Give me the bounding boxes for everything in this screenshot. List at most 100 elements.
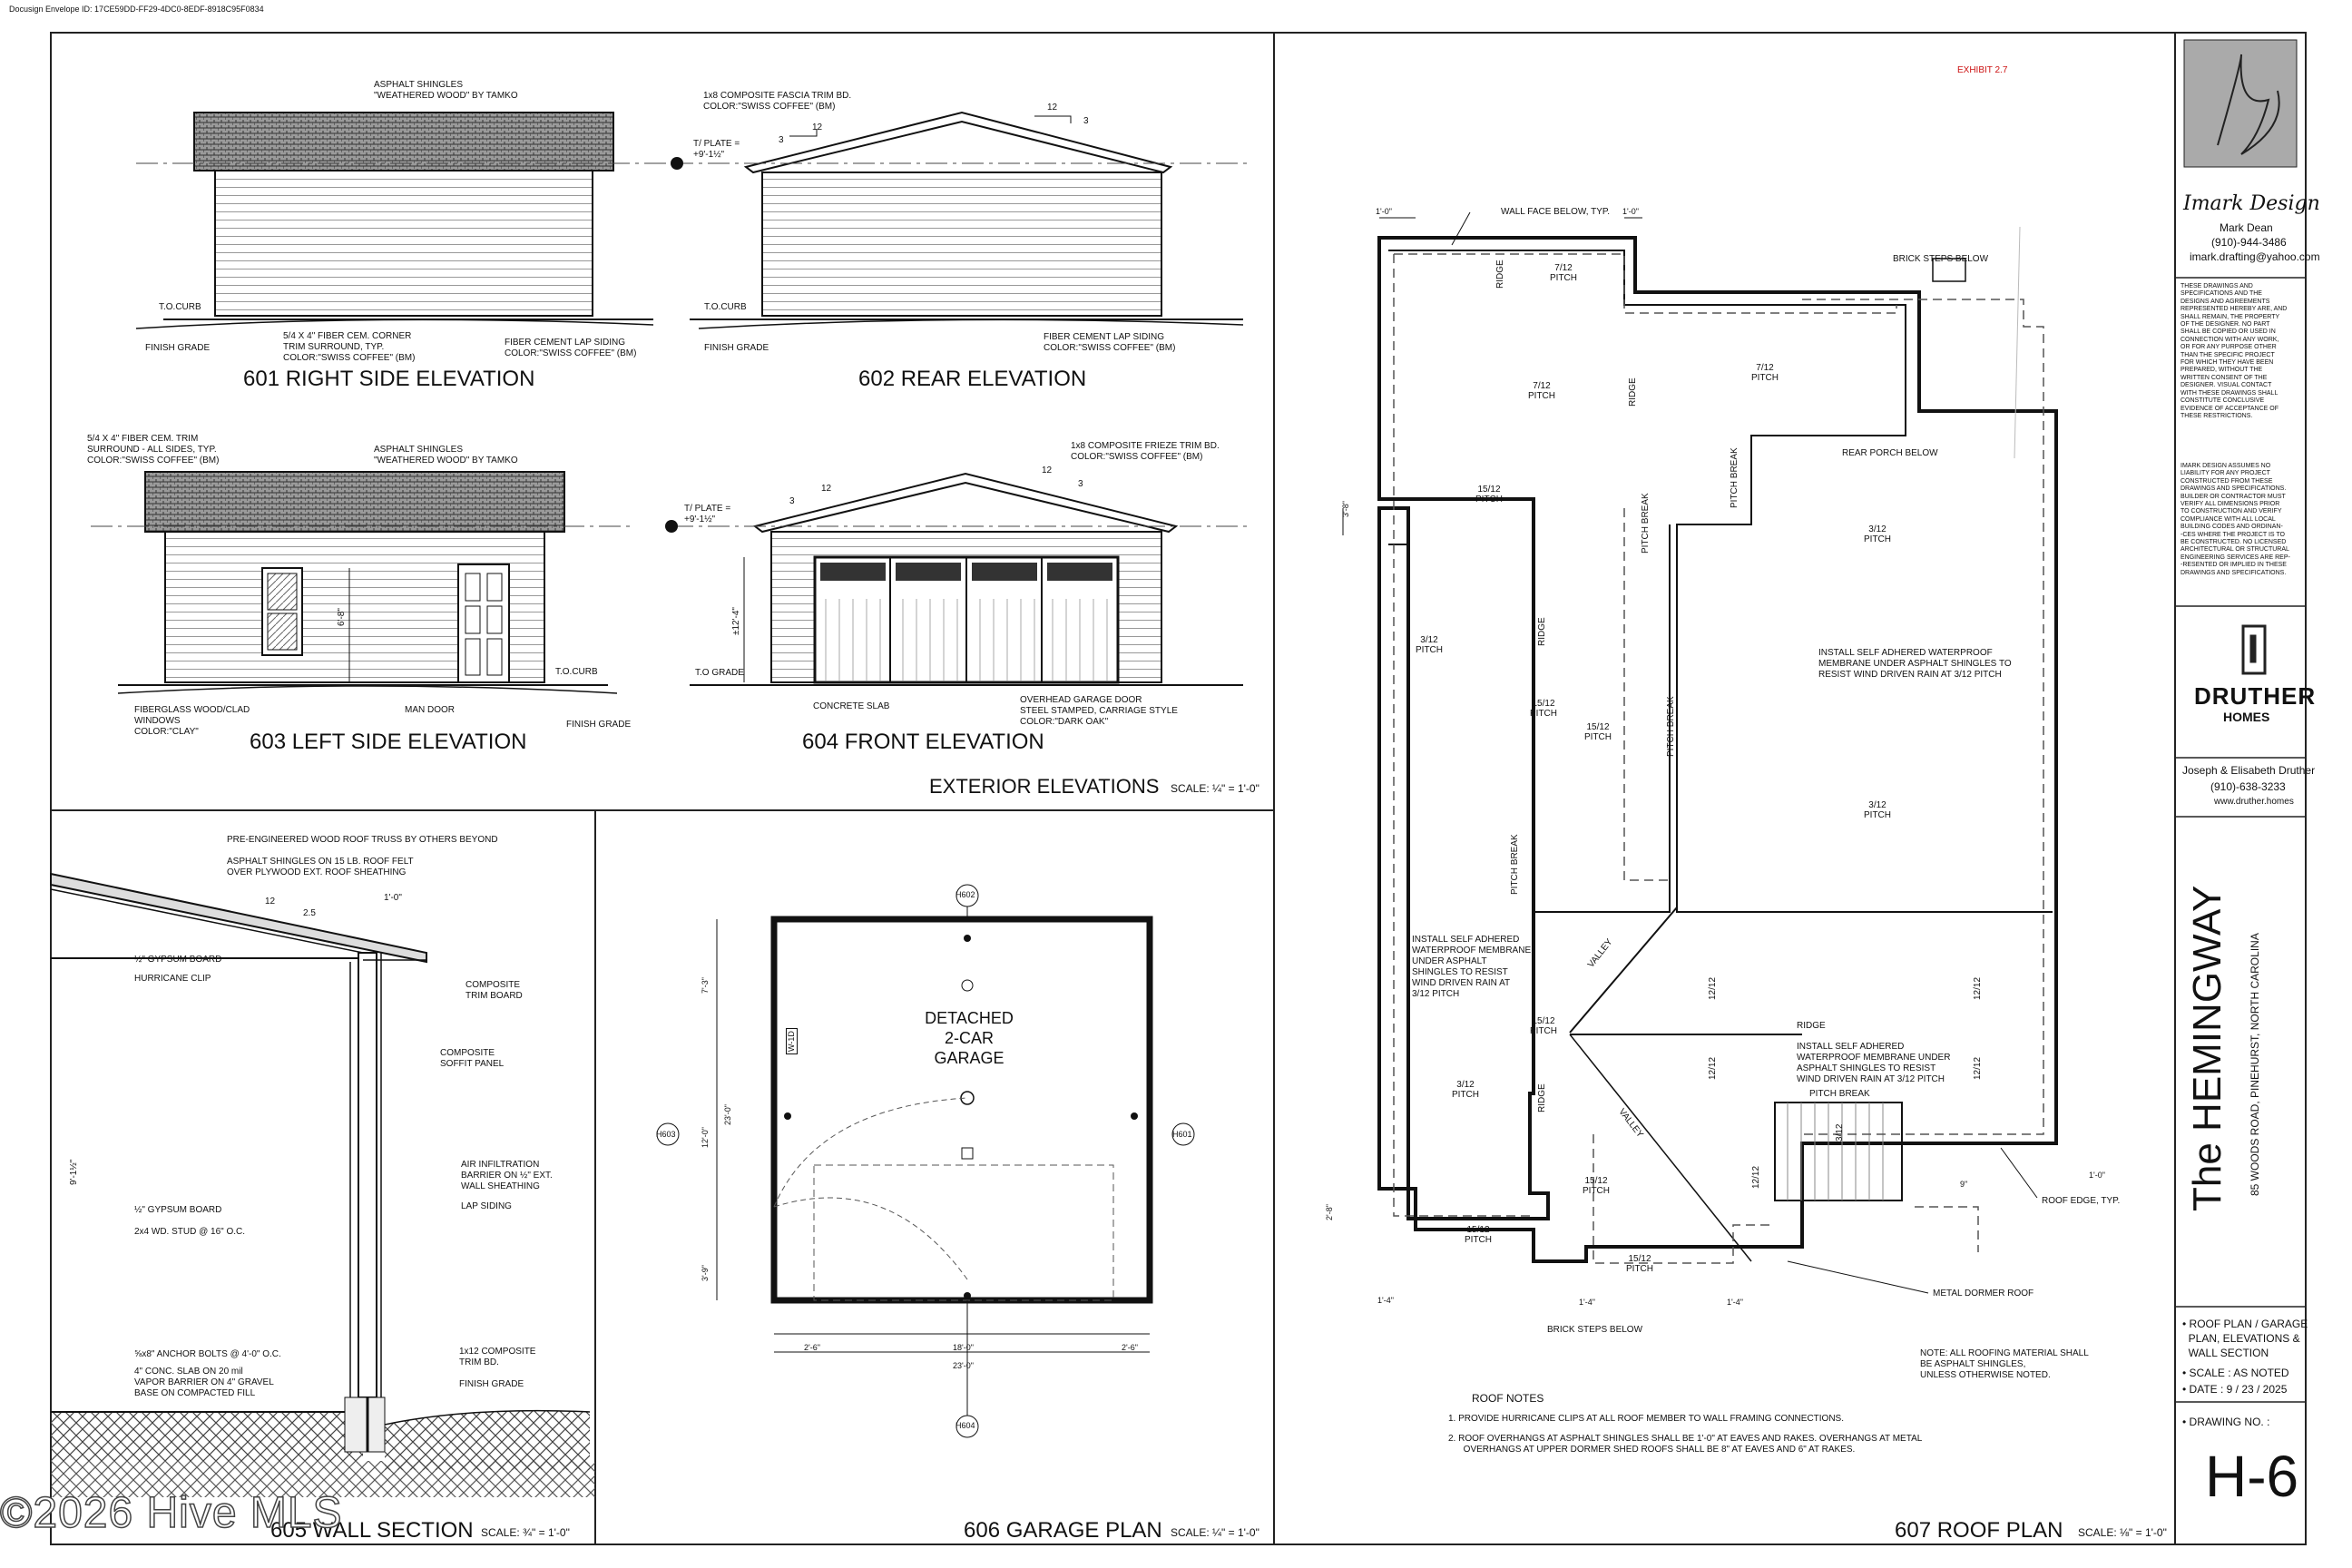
membrane-note: WIND DRIVEN RAIN AT 3/12 PITCH (1797, 1074, 1945, 1084)
membrane-note: WATERPROOF MEMBRANE (1412, 946, 1532, 956)
brand-sub: HOMES (2223, 710, 2270, 724)
to-grade: T.O GRADE (695, 668, 744, 678)
legal-line: WRITTEN CONSENT OF THE (2180, 374, 2268, 381)
dim: 1'-0" (1622, 207, 1639, 216)
legal-line: FOR WHICH THEY HAVE BEEN (2180, 359, 2274, 367)
finish-grade: FINISH GRADE (145, 343, 211, 353)
window-tag: W-1D (786, 1028, 798, 1054)
pitch-run: 12 (265, 897, 276, 906)
roof-notes-title: ROOF NOTES (1472, 1392, 1544, 1405)
siding-note: FIBER CEMENT LAP SIDING (505, 338, 625, 348)
membrane-note: MEMBRANE UNDER ASPHALT SHINGLES TO (1818, 659, 2012, 669)
elevation-title: 604 FRONT ELEVATION (802, 730, 1044, 754)
exhibit-label: EXHIBIT 2.7 (1957, 65, 2008, 75)
membrane-note: WIND DRIVEN RAIN AT (1412, 978, 1511, 988)
wall-face-note: WALL FACE BELOW, TYP. (1501, 207, 1611, 217)
shingle-note: "WEATHERED WOOD" BY TAMKO (374, 456, 518, 466)
legal-line: ENGINEERING SERVICES ARE REP- (2180, 554, 2290, 561)
pitch-break-label: PITCH BREAK (1510, 834, 1520, 895)
door-note: STEEL STAMPED, CARRIAGE STYLE (1020, 706, 1178, 716)
truss-note: PRE-ENGINEERED WOOD ROOF TRUSS BY OTHERS… (227, 835, 498, 845)
legal-line: SPECIFICATIONS AND THE (2180, 290, 2262, 298)
to-curb: T.O.CURB (159, 302, 201, 312)
roofing-note: BE ASPHALT SHINGLES, (1920, 1359, 2026, 1369)
dim-total-v: 23'-0" (723, 1104, 732, 1125)
scale-note: SCALE: ¼" = 1'-0" (1171, 782, 1259, 795)
dim-door: 18'-0" (953, 1343, 974, 1352)
pitch-rise: 2.5 (303, 908, 316, 918)
shingle-note: OVER PLYWOOD EXT. ROOF SHEATHING (227, 867, 407, 877)
legal-line: EVIDENCE OF ACCEPTANCE OF (2180, 405, 2278, 412)
slope-rise: 3 (1083, 116, 1089, 126)
shingle-note: ASPHALT SHINGLES (374, 445, 463, 455)
sheet-description: WALL SECTION (2182, 1347, 2269, 1359)
slab-note: 4" CONC. SLAB ON 20 mil (134, 1367, 243, 1377)
ridge-label: RIDGE (1797, 1021, 1826, 1031)
trim-note: 5/4 X 4" FIBER CEM. TRIM (87, 434, 199, 444)
slope-run: 12 (1042, 466, 1053, 475)
roof-plan-607 (1342, 211, 2058, 1294)
elevation-603 (91, 471, 635, 694)
dim: 1'-4" (1579, 1298, 1595, 1307)
membrane-note: INSTALL SELF ADHERED (1412, 935, 1520, 945)
membrane-note: 3/12 PITCH (1412, 989, 1460, 999)
fascia-note: 1x8 COMPOSITE FASCIA TRIM BD. (703, 91, 852, 101)
dim-left: 2'-6" (804, 1343, 820, 1352)
legal-line: CONNECTION WITH ANY WORK, (2180, 336, 2279, 343)
wall-section-605 (50, 872, 595, 1497)
rear-porch-note: REAR PORCH BELOW (1842, 448, 1938, 458)
legal-line: LIABILITY FOR ANY PROJECT (2180, 470, 2270, 477)
slab-note: VAPOR BARRIER ON 4" GRAVEL (134, 1377, 274, 1387)
anchor-note: ⅝x8" ANCHOR BOLTS @ 4'-0" O.C. (134, 1349, 281, 1359)
siding-note: FIBER CEMENT LAP SIDING (1044, 332, 1164, 342)
roof-note: 1. PROVIDE HURRICANE CLIPS AT ALL ROOF M… (1448, 1414, 1845, 1424)
membrane-note: RESIST WIND DRIVEN RAIN AT 3/12 PITCH (1818, 670, 2002, 680)
drawing-no-label: • DRAWING NO. : (2182, 1416, 2270, 1428)
siding-note: COLOR:"SWISS COFFEE" (BM) (1044, 343, 1176, 353)
slope-rise: 3 (789, 496, 795, 506)
membrane-note: INSTALL SELF ADHERED WATERPROOF (1818, 648, 1993, 658)
elevation-tag: H602 (956, 890, 975, 899)
legal-line: -CES WHERE THE PROJECT IS TO (2180, 531, 2286, 538)
slab-note: BASE ON COMPACTED FILL (134, 1388, 256, 1398)
roof-edge-note: ROOF EDGE, TYP. (2042, 1196, 2121, 1206)
legal-line: IMARK DESIGN ASSUMES NO (2180, 463, 2271, 469)
door-note: COLOR:"DARK OAK" (1020, 717, 1109, 727)
gypsum-note: ½" GYPSUM BOARD (134, 955, 222, 965)
plan-title: 606 GARAGE PLAN (964, 1518, 1162, 1543)
legal-line: DESIGNS AND AGREEMENTS (2180, 298, 2270, 305)
pitch-tag: 12/12 (1708, 976, 1718, 1000)
window-note: WINDOWS (134, 716, 181, 726)
dim: 1'-0" (1376, 207, 1392, 216)
pitch-tag: 12/12 (1973, 976, 1983, 1000)
roof-note: 2. ROOF OVERHANGS AT ASPHALT SHINGLES SH… (1448, 1434, 1923, 1444)
garage-label: GARAGE (934, 1049, 1004, 1067)
elevation-title: 602 REAR ELEVATION (858, 367, 1087, 391)
legal-line: BUILDER OR CONTRACTOR MUST (2180, 493, 2286, 500)
section-title: 605 WALL SECTION (270, 1518, 474, 1543)
soffit-note: SOFFIT PANEL (440, 1059, 505, 1069)
finish-grade: FINISH GRADE (459, 1379, 524, 1389)
legal-line: SHALL REMAIN, THE PROPERTY (2180, 313, 2280, 320)
fascia-note: COLOR:"SWISS COFFEE" (BM) (703, 102, 836, 112)
pitch-break-label: PITCH BREAK (1809, 1089, 1870, 1099)
dim-total-h: 23'-0" (953, 1361, 974, 1370)
air-barrier-note: BARRIER ON ½" EXT. (461, 1171, 553, 1181)
lap-note: LAP SIDING (461, 1201, 512, 1211)
shingle-note: "WEATHERED WOOD" BY TAMKO (374, 91, 518, 101)
wall-height: 9'-1½" (69, 1159, 79, 1185)
legal-line: THESE DRAWINGS AND (2180, 283, 2253, 289)
to-curb: T.O.CURB (555, 667, 598, 677)
garage-label: DETACHED (925, 1009, 1014, 1027)
title-block-lines (2175, 39, 2306, 1403)
envelope-id: Docusign Envelope ID: 17CE59DD-FF29-4DC0… (9, 5, 264, 14)
siding-note: COLOR:"SWISS COFFEE" (BM) (505, 348, 637, 358)
designer-phone: (910)-944-3486 (2211, 236, 2287, 249)
garage-label: 2-CAR (944, 1029, 994, 1047)
